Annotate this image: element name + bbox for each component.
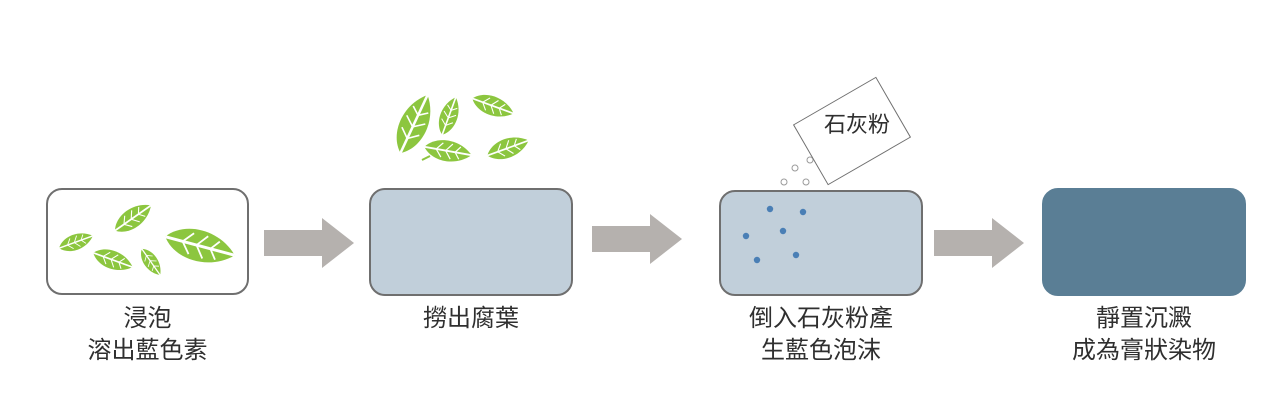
step1-caption-line1: 浸泡: [123, 304, 172, 332]
lime-packet-label: 石灰粉: [823, 113, 890, 138]
step3-caption-line1: 倒入石灰粉產: [749, 304, 893, 332]
leaf-stem: [421, 155, 431, 161]
step4-caption: 靜置沉澱 成為膏狀染物: [1032, 302, 1256, 366]
powder-particle: [780, 178, 788, 186]
arrow-right-icon: [592, 214, 682, 264]
leaf: [483, 130, 533, 166]
step1-caption-line2: 溶出藍色素: [87, 336, 208, 364]
step4-caption-line2: 成為膏狀染物: [1072, 336, 1216, 364]
step2-caption-line1: 撈出腐葉: [423, 304, 519, 332]
step4-caption-line1: 靜置沉澱: [1096, 304, 1192, 332]
step3-caption-line2: 生藍色泡沫: [761, 336, 881, 364]
arrow-right-icon: [934, 218, 1024, 268]
leaf: [386, 87, 442, 161]
powder-particle: [802, 178, 810, 186]
step2-caption: 撈出腐葉: [369, 302, 573, 334]
powder-particle: [791, 164, 799, 172]
settling-container: [1042, 188, 1246, 296]
leaf: [421, 135, 475, 167]
removal-container: [369, 188, 573, 296]
leaf: [433, 93, 465, 139]
soaking-container: [46, 188, 249, 295]
leaf: [468, 88, 518, 124]
lime-container: [719, 190, 923, 296]
step3-caption: 倒入石灰粉產 生藍色泡沫: [699, 302, 943, 366]
step1-caption: 浸泡 溶出藍色素: [46, 302, 249, 366]
arrow-right-icon: [264, 218, 354, 268]
